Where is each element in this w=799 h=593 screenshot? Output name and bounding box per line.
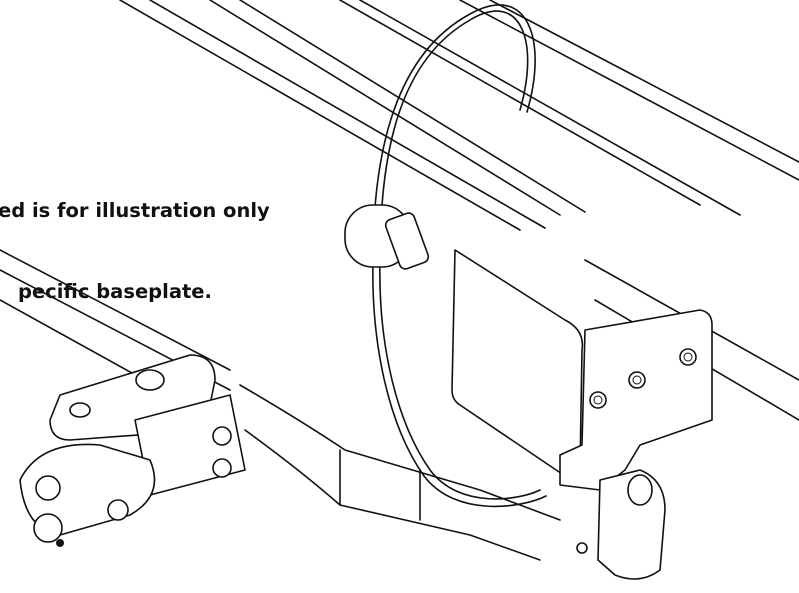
clevis-assembly [19,354,246,547]
hinge-hardware [576,469,666,580]
illustration-disclaimer: ed is for illustration only pecific base… [0,143,270,359]
disclaimer-line-1: ed is for illustration only [0,199,270,222]
disclaimer-line-2: pecific baseplate. [18,280,212,303]
safety-cable [344,4,547,508]
crossbar-beam [119,0,799,421]
mounting-plate [451,249,713,491]
